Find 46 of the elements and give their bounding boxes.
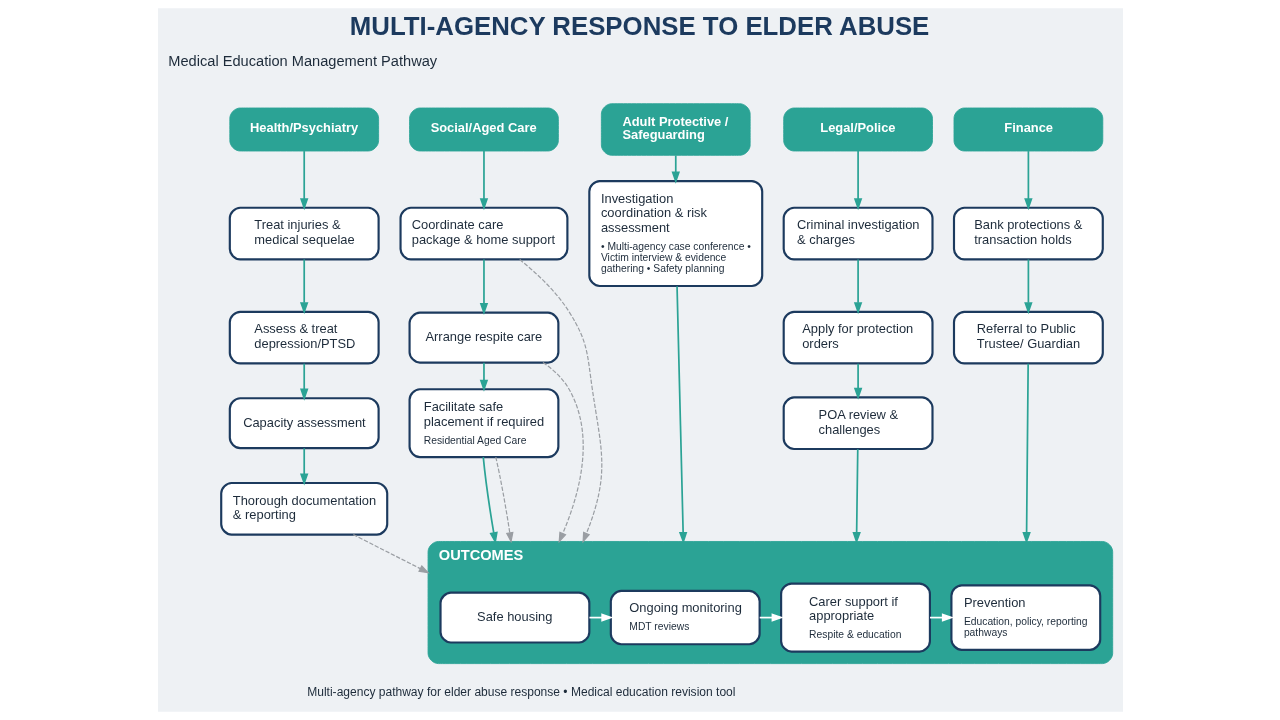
node-box: Bank protections & transaction holds — [952, 206, 1104, 261]
node-box: Carer support if appropriate Respite & education — [779, 582, 931, 653]
arrow — [479, 361, 488, 392]
node-box: Facilitate safe placement if required Residential Aged Care — [408, 388, 559, 459]
node-box: Investigation coordination & risk assessment • Multi-agency case conference • Victim interview & evidence gathering • Safety planning — [587, 180, 763, 288]
arrow — [1023, 258, 1033, 315]
arrow — [853, 258, 862, 315]
node-box: Prevention Education, policy, reporting pathways — [949, 584, 1101, 651]
arrow — [1023, 150, 1033, 211]
node-box: Criminal investigation & charges — [782, 206, 934, 261]
node-box: Finance — [953, 107, 1103, 152]
arrow — [352, 534, 430, 574]
arrow — [479, 258, 488, 315]
arrow — [541, 362, 584, 544]
diagram-title: MULTI-AGENCY RESPONSE TO ELDER ABUSE — [349, 11, 929, 40]
arrow — [853, 150, 862, 211]
node-box: Safe housing — [438, 591, 590, 644]
arrow — [853, 362, 862, 400]
arrow — [494, 456, 513, 544]
node-box: Referral to Public Trustee/ Guardian — [952, 310, 1104, 365]
arrow — [851, 448, 861, 545]
node-box: Treat injuries & medical sequelae — [228, 206, 380, 261]
arrow — [1021, 362, 1031, 545]
arrow — [299, 150, 308, 211]
node-box: Adult Protective / Safeguarding — [600, 103, 751, 156]
arrow — [299, 362, 308, 401]
arrow — [479, 150, 488, 211]
node-box: POA review & challenges — [782, 396, 934, 451]
node-box: Coordinate care package & home support — [398, 206, 568, 261]
caption: Multi-agency pathway for elder abuse response • Medical education revision tool — [306, 685, 735, 700]
arrow — [299, 258, 308, 315]
node-box: Legal/Police — [782, 107, 933, 152]
node-box: Thorough documentation & reporting — [219, 481, 388, 536]
arrow — [481, 456, 498, 545]
arrow — [671, 154, 680, 184]
node-box: Health/Psychiatry — [228, 107, 379, 152]
arrow — [299, 447, 308, 486]
label: Medical Education Management Pathway — [167, 52, 437, 69]
node-box: Assess & treat depression/PTSD — [228, 310, 380, 365]
node-box: Social/Aged Care — [408, 107, 559, 152]
arrow — [518, 259, 602, 544]
node-box: Arrange respite care — [408, 311, 559, 364]
node-box: Capacity assessment — [228, 397, 380, 450]
node-box: Ongoing monitoring MDT reviews — [609, 589, 761, 646]
node-box: Apply for protection orders — [782, 310, 934, 365]
arrow — [675, 285, 687, 545]
